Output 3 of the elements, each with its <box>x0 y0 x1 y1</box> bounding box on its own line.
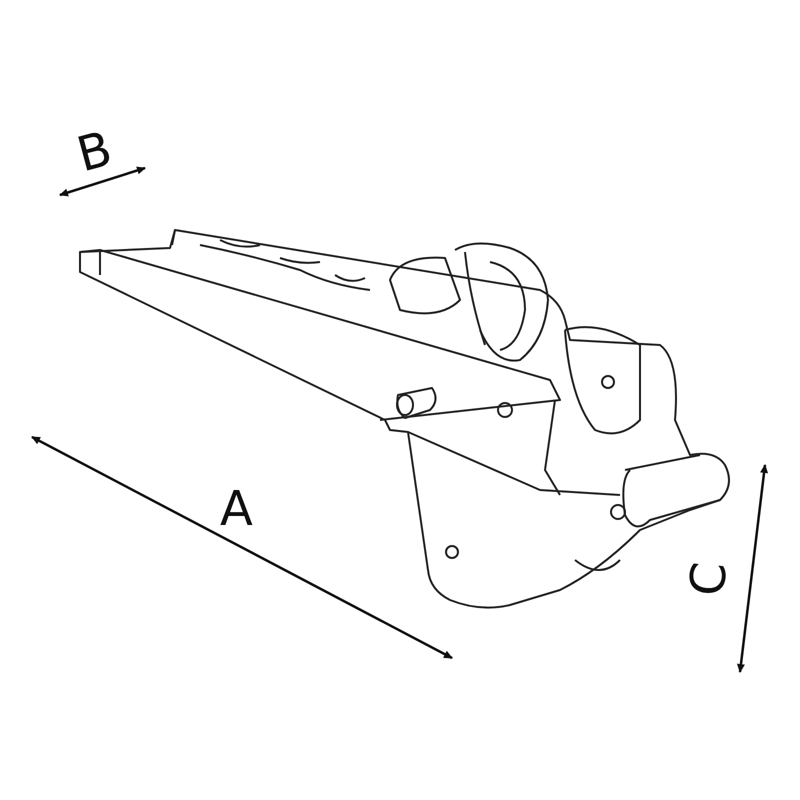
dimension-label: A <box>220 485 253 533</box>
dimension-label: C <box>683 560 734 598</box>
dimension-label: B <box>72 124 117 180</box>
